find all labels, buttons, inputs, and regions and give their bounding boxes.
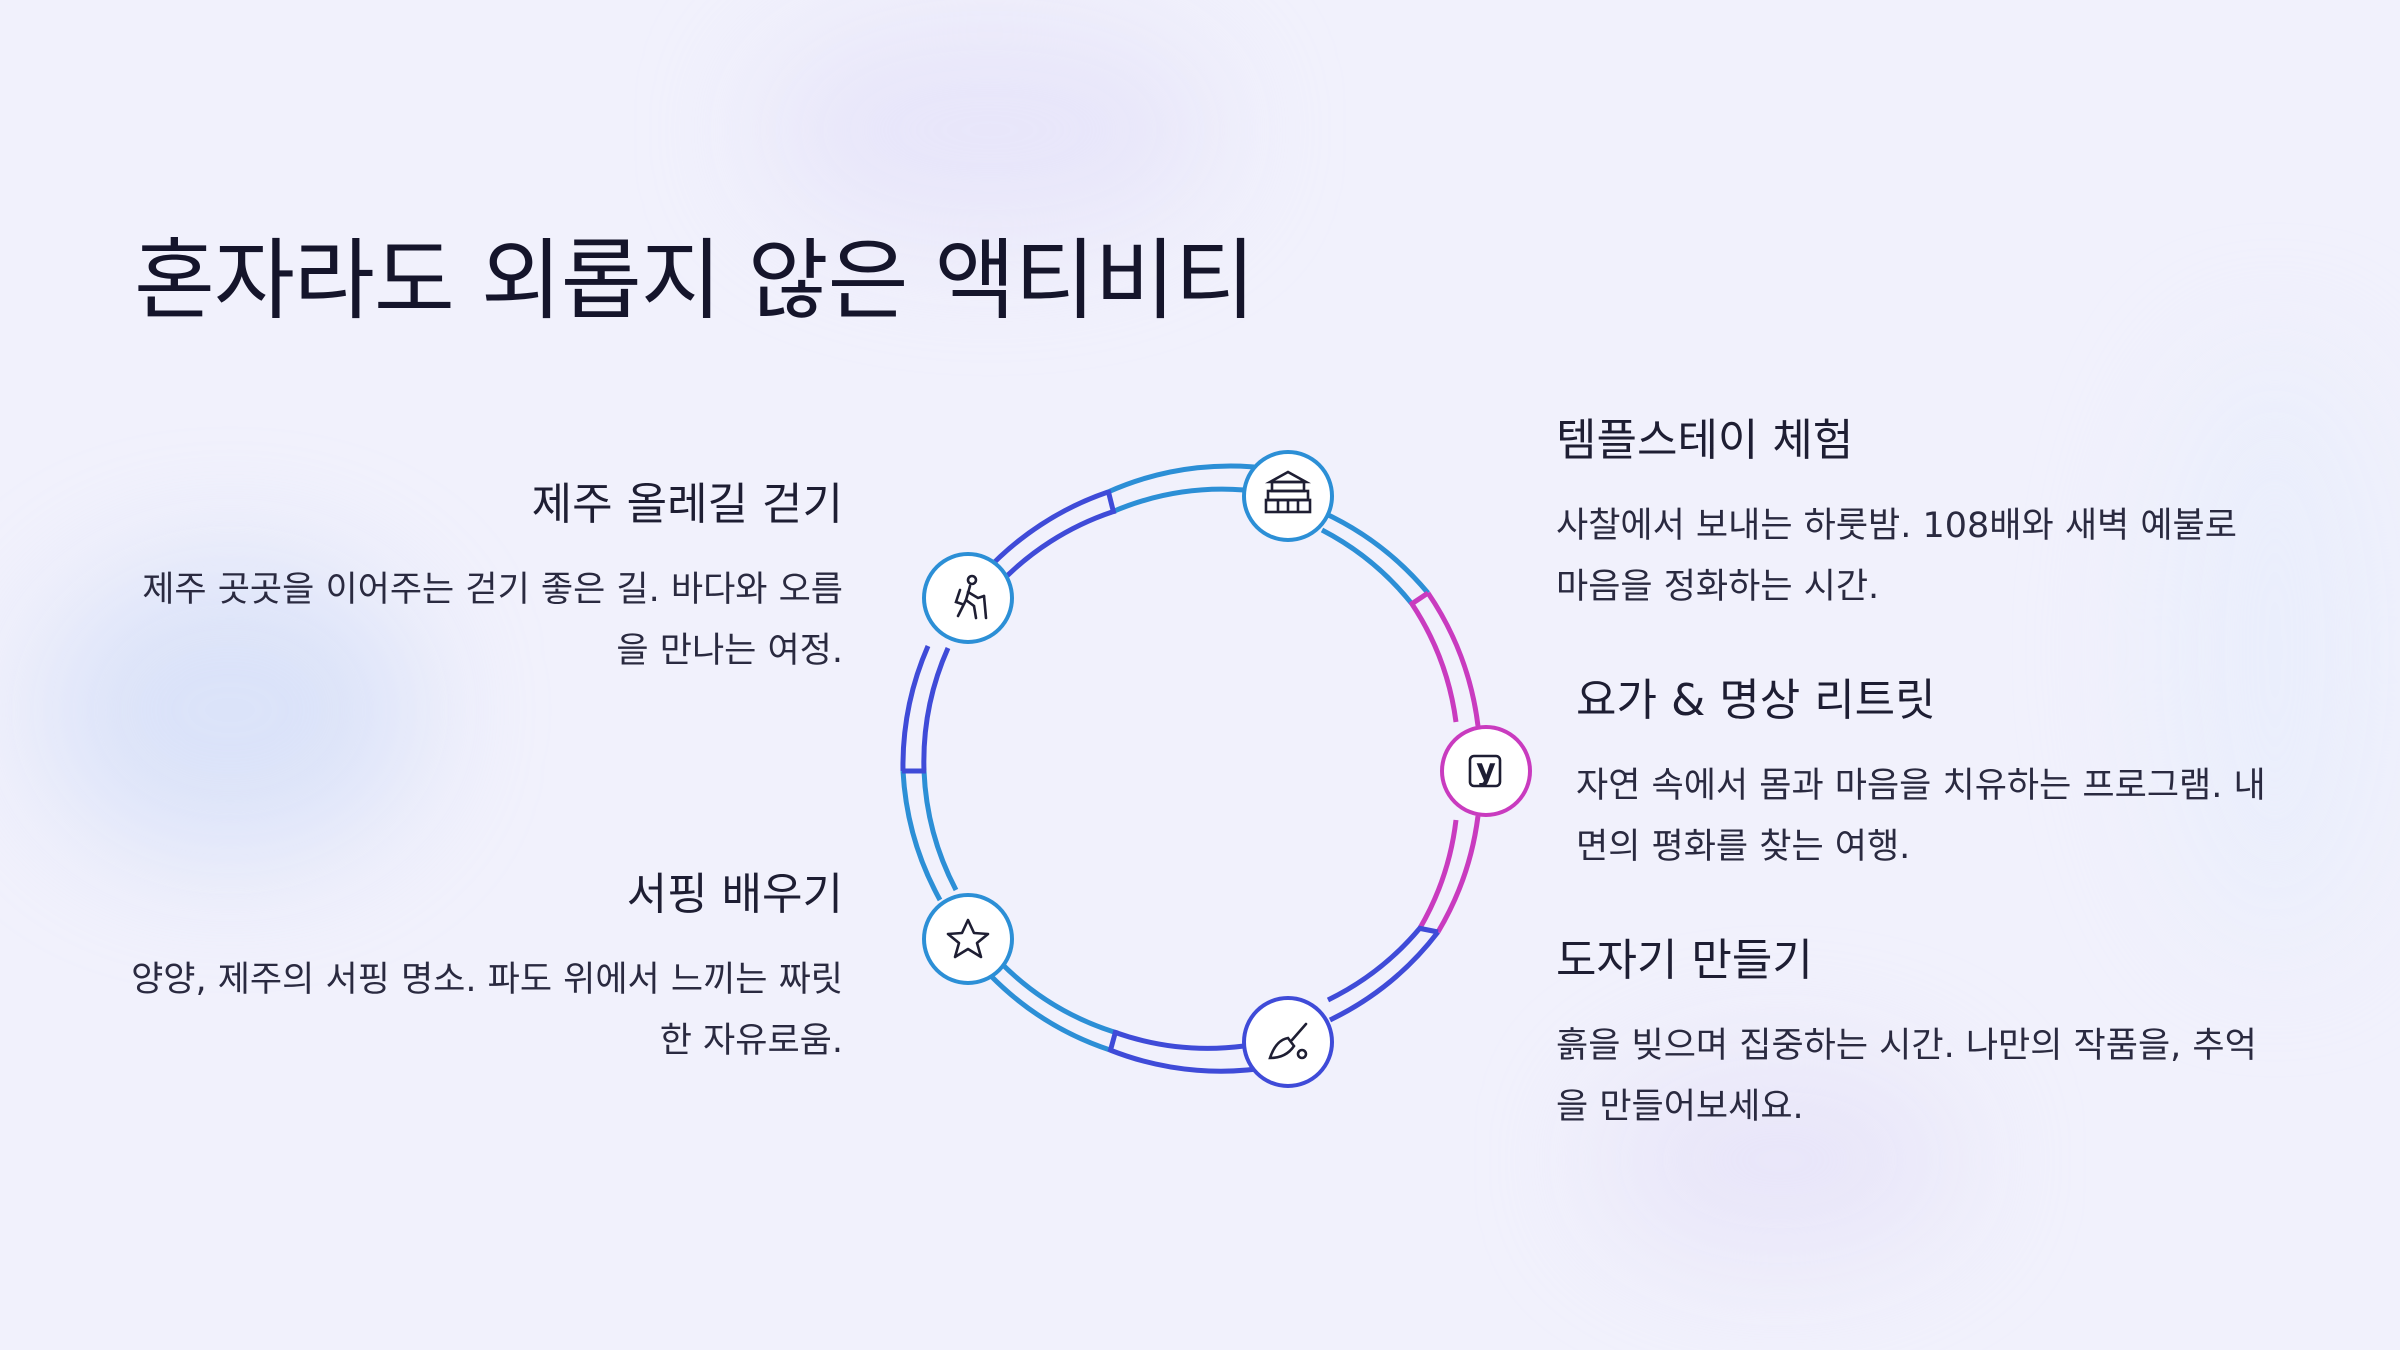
node-olle [922,552,1014,644]
node-surf [922,893,1014,985]
ring-segment [1417,819,1459,930]
activity-desc: 제주 곳곳을 이어주는 걷기 좋은 길. 바다와 오름을 만나는 여정. [123,560,843,682]
node-yoga: y [1440,725,1532,817]
ring-segment [998,960,1115,1035]
activity-title: 템플스테이 체험 [1556,415,1854,466]
page-title: 혼자라도 외롭지 않은 액티비티 [134,229,1255,332]
yoga-icon: y [1468,753,1502,788]
ring-segment [1435,815,1481,934]
activity-title: 요가 & 명상 리트릿 [1576,675,1936,726]
activity-surf: 서핑 배우기 양양, 제주의 서핑 명소. 파도 위에서 느끼는 짜릿한 자유로… [123,858,843,1072]
svg-text:y: y [1476,753,1496,788]
ring-segment [1113,1029,1245,1051]
ring-segment [921,770,959,892]
ring-segment [1320,509,1430,595]
ring-segment [1111,486,1245,515]
pottery-brush-icon [1268,1022,1308,1060]
ring-dividers [902,489,1439,1053]
activity-title: 서핑 배우기 [626,869,843,920]
ring-segment [1328,930,1440,1023]
activity-title: 제주 올레길 걷기 [531,479,843,530]
node-temple [1242,450,1334,542]
activity-desc: 양양, 제주의 서핑 명소. 파도 위에서 느끼는 짜릿한 자유로움. [123,950,843,1072]
ring-segment [996,509,1113,587]
ring-segment [988,973,1111,1053]
activity-olle: 제주 올레길 걷기 제주 곳곳을 이어주는 걷기 좋은 길. 바다와 오름을 만… [123,468,843,682]
ring-segment [1326,926,1422,1003]
activity-yoga: 요가 & 명상 리트릿 자연 속에서 몸과 마음을 치유하는 프로그램. 내면의… [1576,664,2276,878]
activity-desc-text: 제주 곳곳을 이어주는 걷기 좋은 길. 바다와 오름을 만나는 여정. [142,570,843,671]
activity-title: 도자기 만들기 [1556,935,1813,986]
ring-segment [900,645,931,772]
temple-icon [1264,470,1312,514]
cycle-ring [900,463,1481,1074]
node-pottery [1242,996,1334,1088]
activity-desc-text: 사찰에서 보내는 하룻밤. 108배와 새벽 예불로 마음을 정화하는 시간. [1556,506,2237,607]
activity-temple: 템플스테이 체험 사찰에서 보내는 하룻밤. 108배와 새벽 예불로 마음을 … [1556,404,2256,618]
ring-segment [900,770,943,902]
activity-desc-text: 양양, 제주의 서핑 명소. 파도 위에서 느끼는 짜릿한 자유로움. [131,960,843,1061]
activity-pottery: 도자기 만들기 흙을 빚으며 집중하는 시간. 나만의 작품을, 추억을 만들어… [1556,924,2276,1138]
activity-desc: 사찰에서 보내는 하룻밤. 108배와 새벽 예불로 마음을 정화하는 시간. [1556,496,2256,618]
activity-desc: 자연 속에서 몸과 마음을 치유하는 프로그램. 내면의 평화를 찾는 여행. [1576,756,2276,878]
ring-segment [1425,591,1481,727]
ring-segment [921,646,951,772]
ring-segment [1409,602,1459,723]
activity-desc-text: 흙을 빚으며 집중하는 시간. 나만의 작품을, 추억을 만들어보세요. [1556,1026,2257,1127]
hiking-icon [954,574,988,620]
ring-segment [1320,527,1414,606]
star-icon [946,918,990,959]
ring-segment [982,489,1109,575]
activity-desc-text: 자연 속에서 몸과 마음을 치유하는 프로그램. 내면의 평화를 찾는 여행. [1576,766,2266,867]
activity-desc: 흙을 빚으며 집중하는 시간. 나만의 작품을, 추억을 만들어보세요. [1556,1016,2276,1138]
